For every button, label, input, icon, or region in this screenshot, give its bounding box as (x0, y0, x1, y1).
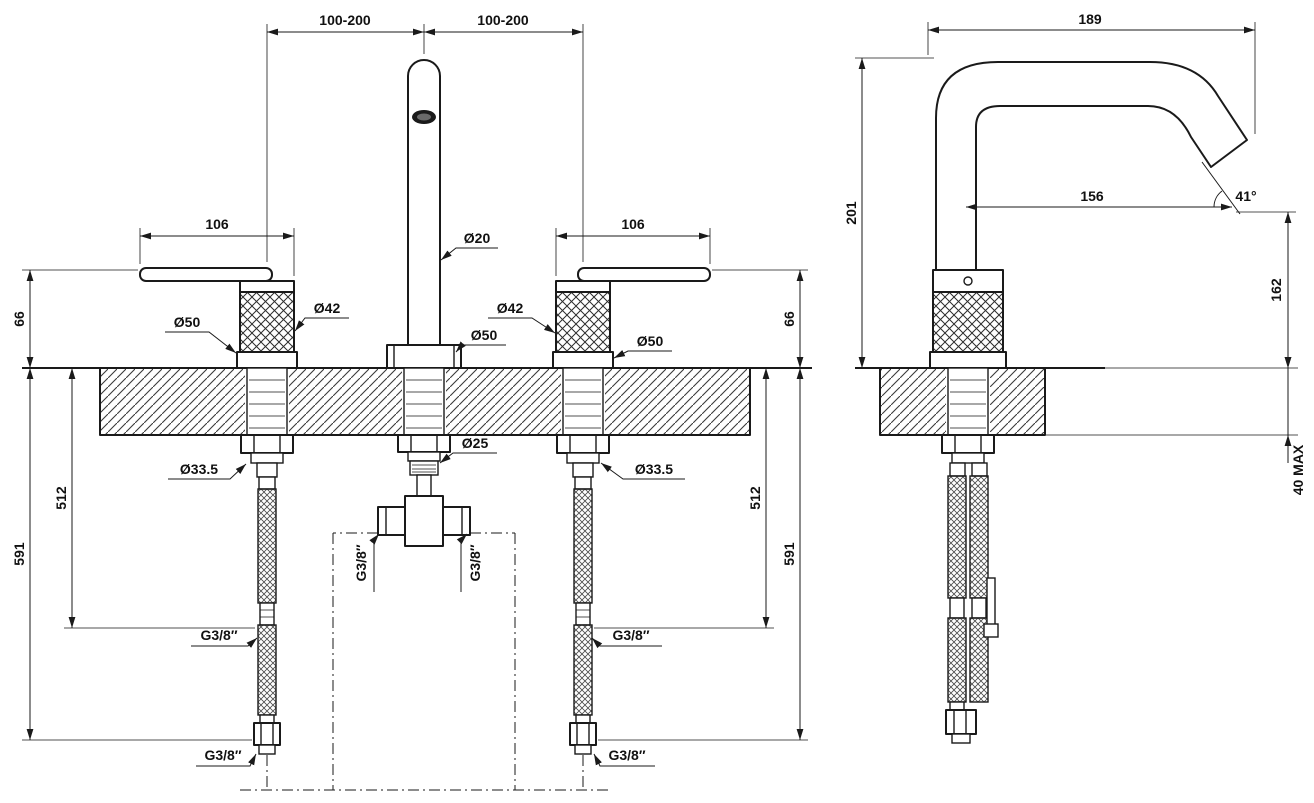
dim-hose-thread-right: G3/8″ (612, 627, 649, 643)
dim-base-diameter-center: Ø50 (471, 327, 498, 343)
dim-total-depth-right: 591 (781, 542, 797, 566)
set-screw (963, 276, 973, 286)
front-view: 100-200 100-200 106 106 66 66 Ø20 Ø42 Ø4… (11, 12, 812, 791)
dim-handle-width-left: 106 (205, 216, 229, 232)
dim-spout-diameter: Ø20 (464, 230, 491, 246)
dim-shank-diameter-right: Ø33.5 (635, 461, 673, 477)
left-handle (139, 267, 298, 369)
dim-spacing-right: 100-200 (477, 12, 529, 28)
dim-base-diameter-left: Ø50 (174, 314, 201, 330)
dim-base-diameter-right: Ø50 (637, 333, 664, 349)
dim-outlet-height: 162 (1268, 278, 1284, 302)
outlet-angle-line (1201, 161, 1241, 215)
dim-tee-thread-left: G3/8″ (353, 544, 369, 581)
dimensions-front: 100-200 100-200 106 106 66 66 Ø20 Ø42 Ø4… (11, 12, 808, 767)
supply-hoses-side (941, 367, 999, 744)
dim-handle-diameter-right: Ø42 (497, 300, 524, 316)
spout-front (386, 59, 462, 369)
dim-handle-width-right: 106 (621, 216, 645, 232)
dim-end-thread-left: G3/8″ (204, 747, 241, 763)
dim-spout-reach: 189 (1078, 11, 1102, 27)
center-valve-assembly (240, 367, 610, 791)
dim-height-right: 66 (781, 311, 797, 327)
dim-hose-thread-left: G3/8″ (200, 627, 237, 643)
optional-connection-dashed-outline (240, 532, 610, 791)
dim-deck-thickness: 40 MAX (1290, 444, 1306, 495)
dim-spacing-left: 100-200 (319, 12, 371, 28)
dim-shank-diameter-center: Ø25 (462, 435, 489, 451)
right-supply-hose (556, 367, 610, 755)
dim-hose-length-right: 512 (747, 486, 763, 510)
dimensions-side: 189 201 156 41° 162 40 MAX (843, 11, 1306, 495)
dim-outlet-reach: 156 (1080, 188, 1104, 204)
left-supply-hose (240, 367, 294, 755)
side-view: 189 201 156 41° 162 40 MAX (843, 11, 1306, 744)
dim-height-left: 66 (11, 311, 27, 327)
dim-shank-diameter-left: Ø33.5 (180, 461, 218, 477)
dim-end-thread-right: G3/8″ (608, 747, 645, 763)
right-handle (552, 267, 711, 369)
dim-hose-length-left: 512 (53, 486, 69, 510)
spout-side (929, 61, 1248, 369)
dim-total-depth-left: 591 (11, 542, 27, 566)
dim-handle-diameter-left: Ø42 (314, 300, 341, 316)
dim-tee-thread-right: G3/8″ (467, 544, 483, 581)
dim-outlet-angle: 41° (1235, 188, 1256, 204)
dim-spout-height: 201 (843, 201, 859, 225)
